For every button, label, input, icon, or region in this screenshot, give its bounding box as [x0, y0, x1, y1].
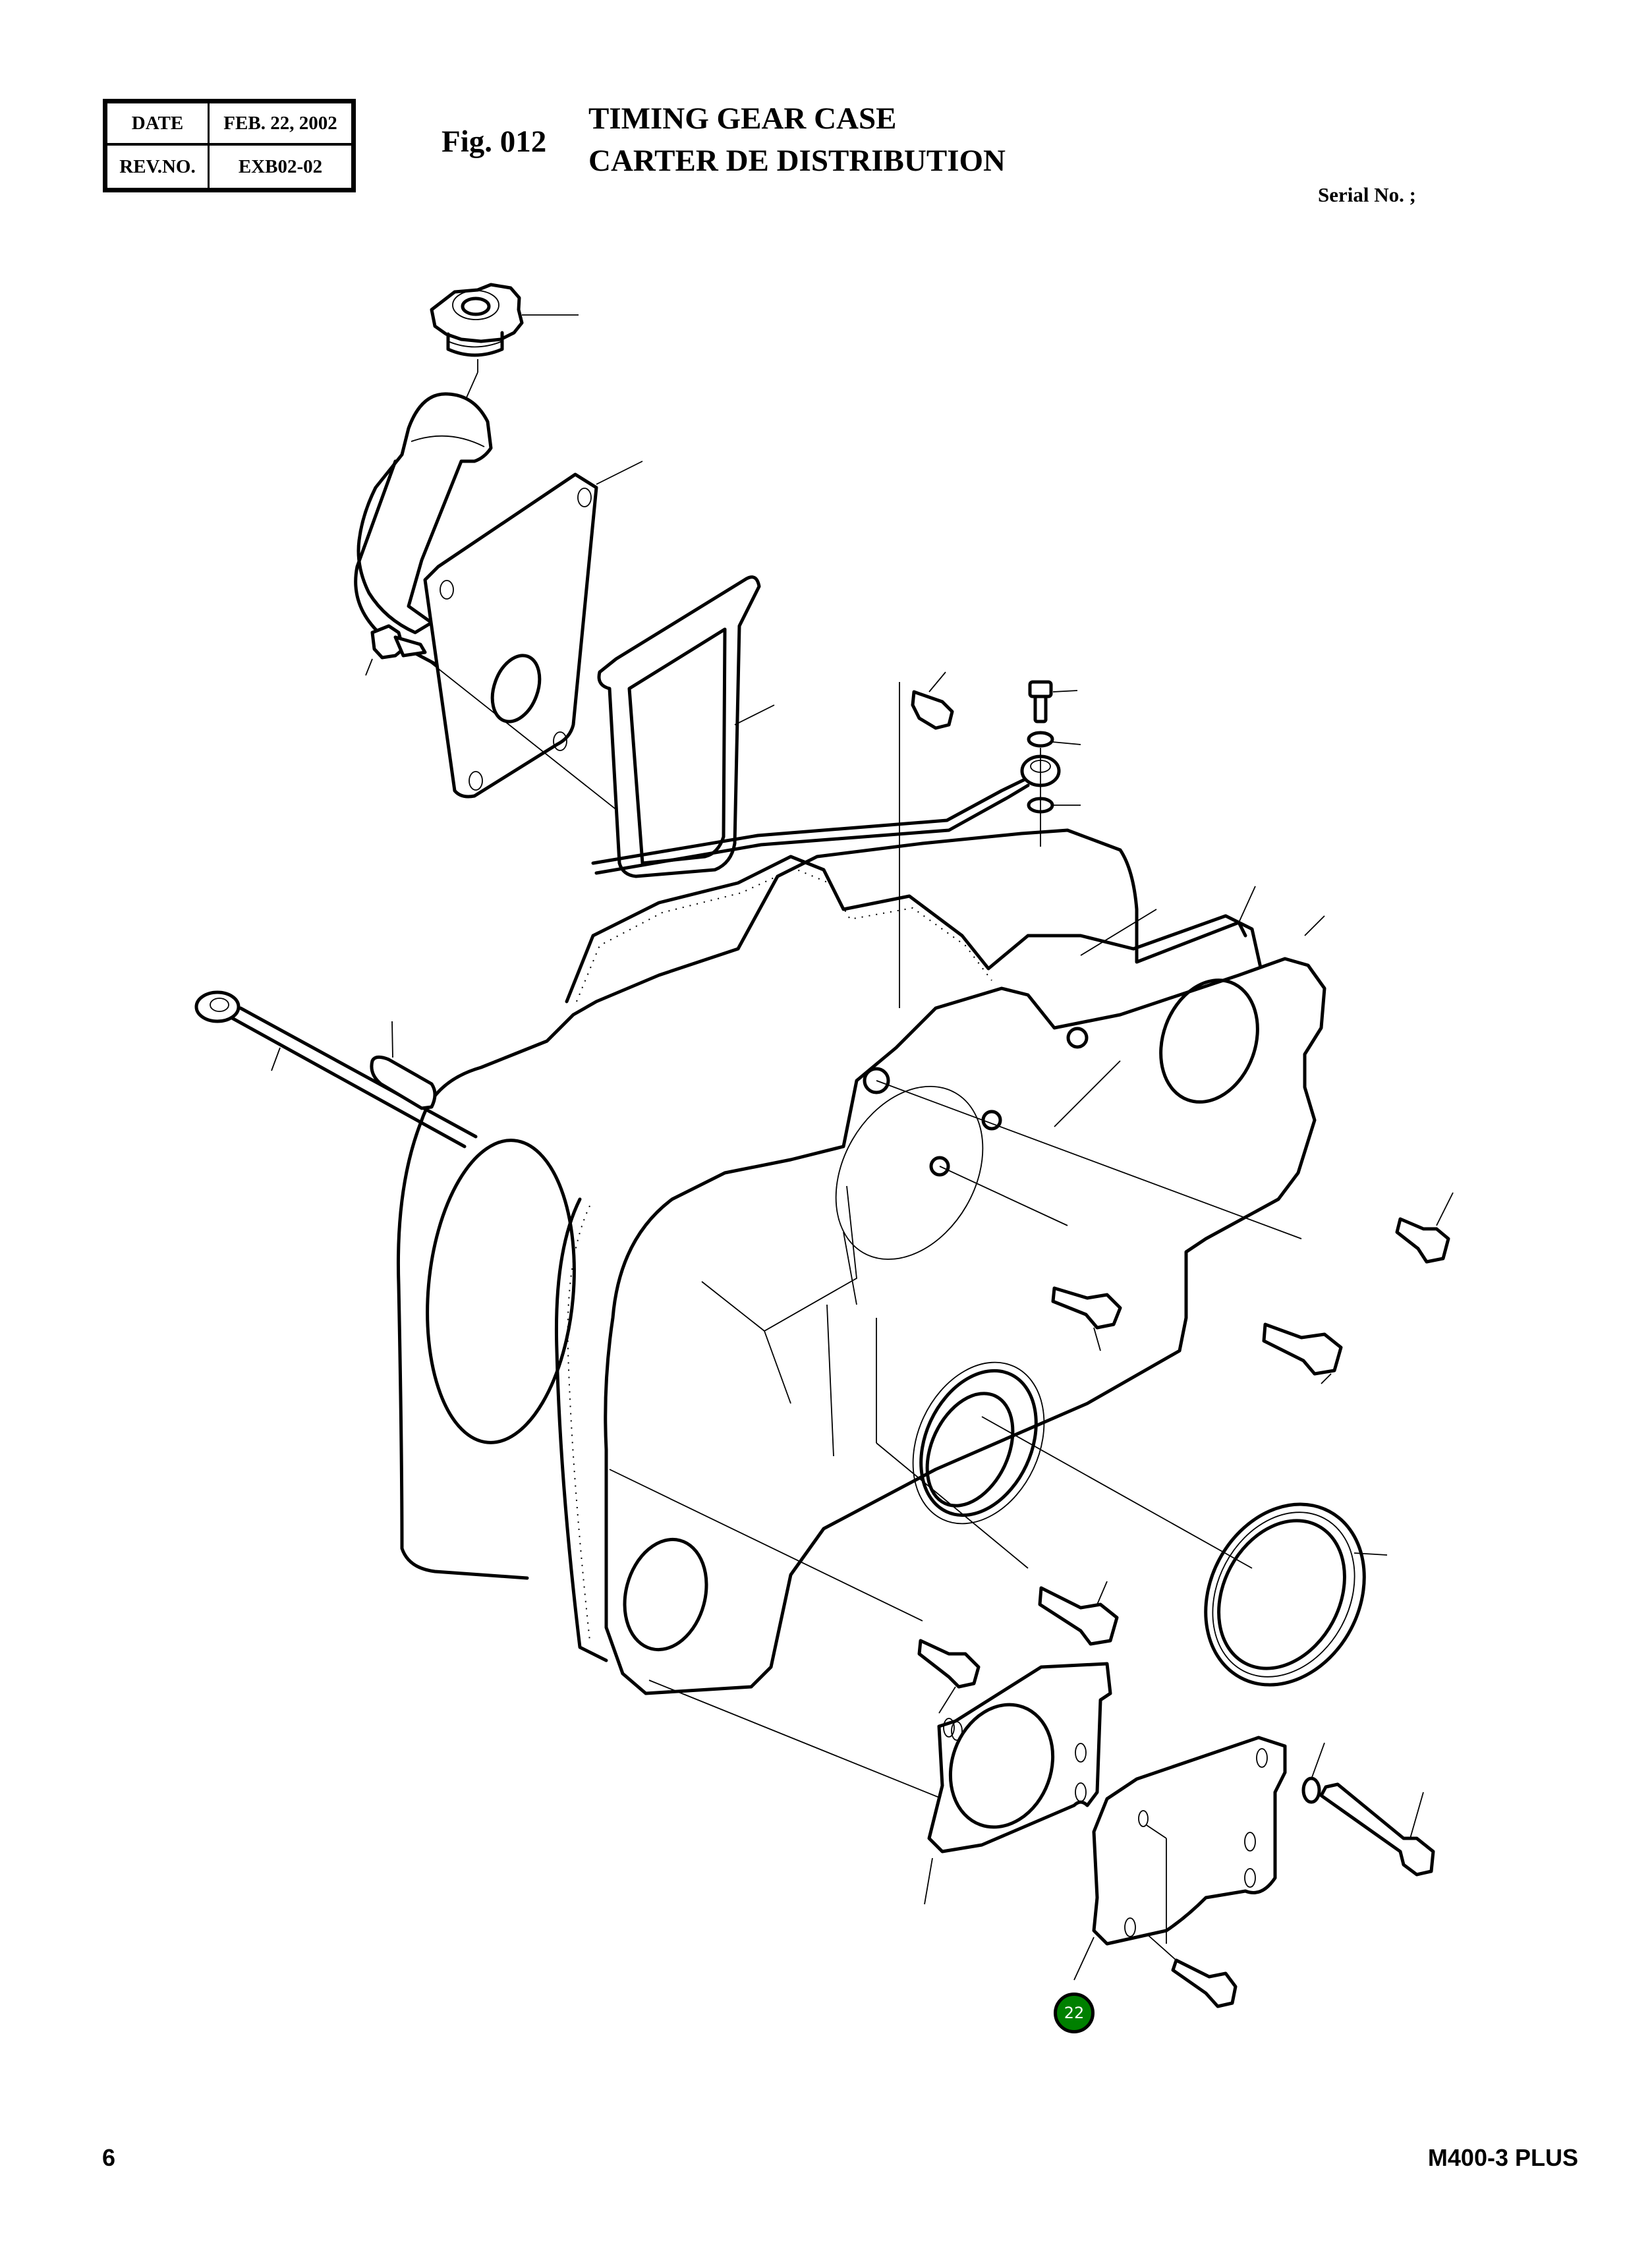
bolt-icon [1395, 1217, 1450, 1264]
timing-cover-icon [604, 957, 1326, 1695]
cover-plate-icon [423, 472, 598, 799]
bolt-icon [917, 1639, 981, 1689]
serial-number-label: Serial No. ; [1318, 183, 1416, 206]
bolt-icon [911, 690, 954, 730]
oil-filler-cap-icon [430, 283, 524, 357]
bolt-icon [370, 624, 427, 660]
page-title: TIMING GEAR CASE CARTER DE DISTRIBUTION [588, 98, 1006, 182]
title-french: CARTER DE DISTRIBUTION [588, 144, 1006, 178]
model-name: M400-3 PLUS [1427, 2144, 1578, 2171]
date-value: FEB. 22, 2002 [210, 103, 351, 146]
gear-housing-plate-icon [396, 828, 1247, 1580]
long-bolt-icon [1319, 1782, 1435, 1877]
gasket-top-icon [597, 575, 761, 878]
title-english: TIMING GEAR CASE [588, 101, 897, 136]
date-label: DATE [107, 103, 210, 146]
dipstick-tube-icon [370, 1056, 437, 1110]
bolt-icon [1051, 1286, 1122, 1330]
bolt-icon [1038, 1586, 1119, 1646]
rev-value: EXB02-02 [238, 156, 323, 177]
dipstick-icon [194, 990, 478, 1148]
bolt-vertical-icon [1028, 680, 1053, 723]
oil-seal-ring-icon [1204, 1502, 1366, 1687]
lower-cover-plate-icon [1092, 1736, 1287, 1946]
banjo-link-icon [591, 754, 1061, 875]
figure-number: Fig. 012 [441, 125, 547, 159]
page-number: 6 [102, 2144, 116, 2171]
info-table: DATE FEB. 22, 2002 REV.NO. EXB02-02 [103, 99, 356, 192]
washer-icon [1027, 731, 1054, 748]
washer-icon [1301, 1776, 1321, 1804]
rev-label: REV.NO. [107, 146, 210, 188]
bolt-icon [1262, 1322, 1343, 1376]
lower-gasket-icon [927, 1662, 1112, 1854]
bolt-icon [1171, 1958, 1238, 2008]
callout-badge[interactable]: 22 [1054, 1993, 1095, 2033]
main-gasket-icon [554, 855, 1267, 1662]
